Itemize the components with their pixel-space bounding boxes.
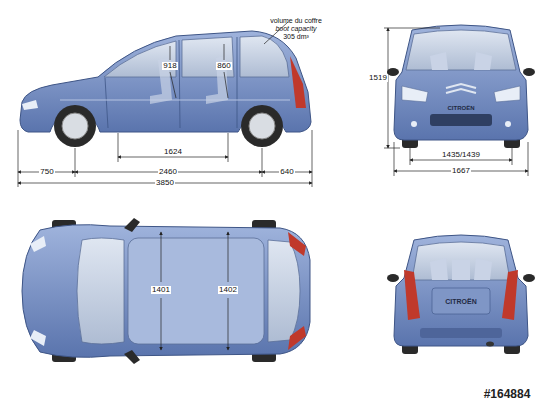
boot-caption: volume du coffre [270, 17, 322, 24]
dimension-value: 3850 [155, 179, 175, 187]
dimension-value: 1519 [368, 74, 388, 82]
dimension-value: 860 [216, 62, 231, 70]
badge-text: CITROËN [445, 298, 477, 305]
dimension-value: 750 [39, 168, 54, 176]
top-view [22, 218, 310, 364]
side-view [20, 22, 311, 147]
dimension-lines [384, 28, 528, 176]
front-view [387, 25, 535, 148]
badge-text: CITROËN [448, 105, 475, 111]
dimension-value: 2460 [158, 168, 178, 176]
dimension-value: 1624 [163, 148, 183, 156]
dimension-value: 1402 [218, 286, 238, 294]
dimension-lines [18, 130, 312, 187]
rear-view [387, 235, 535, 354]
dimension-value: 1435/1439 [441, 151, 481, 159]
dimension-value: 918 [162, 62, 177, 70]
dimension-value: 640 [279, 168, 294, 176]
boot-caption: boot capacity [275, 25, 316, 32]
dimension-value: 1401 [151, 286, 171, 294]
dimension-value: 1667 [451, 167, 471, 175]
watermark: #164884 [484, 388, 531, 400]
boot-capacity: 305 dm³ [283, 33, 309, 40]
